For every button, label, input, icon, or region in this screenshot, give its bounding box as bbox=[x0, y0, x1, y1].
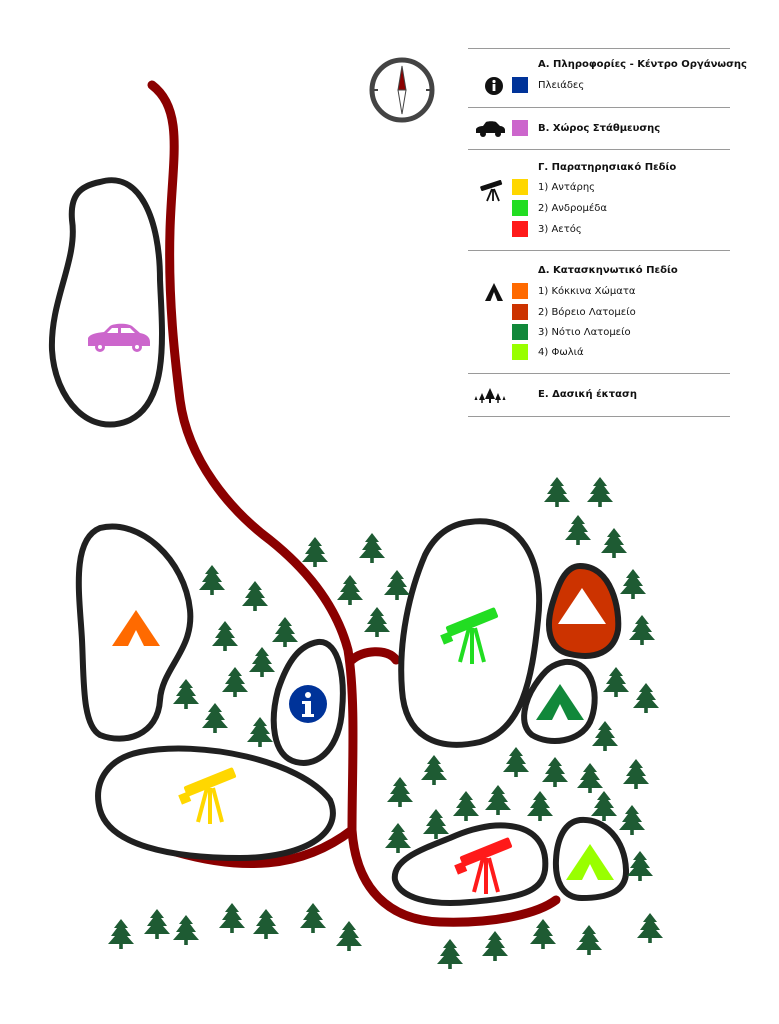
legend-item-label: 2) Βόρειο Λατομείο bbox=[538, 306, 636, 318]
legend-title-camping: Δ. Κατασκηνωτικό Πεδίο bbox=[538, 265, 678, 276]
info-icon bbox=[289, 685, 327, 723]
legend-title-forest: Ε. Δασική έκταση bbox=[538, 389, 637, 400]
legend-section-camping: Δ. Κατασκηνωτικό Πεδίο 1) Κόκκινα Χώματα… bbox=[468, 250, 730, 373]
legend-section-observation: Γ. Παρατηρησιακό Πεδίο 1) Αντάρης 2) Ανδ… bbox=[468, 149, 730, 250]
legend-item-label: 4) Φωλιά bbox=[538, 346, 584, 358]
legend-item-antaris: 1) Αντάρης bbox=[512, 179, 595, 195]
color-swatch bbox=[512, 77, 528, 93]
legend: Α. Πληροφορίες - Κέντρο Οργάνωσης Πλειάδ… bbox=[468, 48, 747, 417]
color-swatch bbox=[512, 304, 528, 320]
info-icon bbox=[485, 77, 503, 95]
legend-item-label: 2) Ανδρομέδα bbox=[538, 202, 607, 214]
color-swatch bbox=[512, 221, 528, 237]
color-swatch bbox=[512, 120, 528, 136]
legend-title-parking: Β. Χώρος Στάθμευσης bbox=[538, 122, 661, 134]
legend-item-pleiades: Πλειάδες bbox=[512, 77, 584, 93]
trees-icon bbox=[474, 388, 506, 403]
legend-section-parking: Β. Χώρος Στάθμευσης bbox=[468, 107, 730, 149]
legend-title-info: Α. Πληροφορίες - Κέντρο Οργάνωσης bbox=[538, 59, 747, 70]
car-icon bbox=[88, 323, 150, 352]
legend-item-andromeda: 2) Ανδρομέδα bbox=[512, 200, 607, 216]
legend-title-observation: Γ. Παρατηρησιακό Πεδίο bbox=[538, 162, 677, 173]
legend-item-label: 3) Αετός bbox=[538, 223, 582, 235]
legend-item-label: Πλειάδες bbox=[538, 79, 585, 91]
tent-icon bbox=[485, 283, 503, 301]
legend-item-label: 1) Αντάρης bbox=[538, 181, 596, 193]
color-swatch bbox=[512, 179, 528, 195]
telescope-icon bbox=[480, 180, 503, 202]
legend-item-label: 1) Κόκκινα Χώματα bbox=[538, 285, 636, 297]
compass-icon bbox=[369, 57, 435, 123]
zone-parking bbox=[48, 177, 165, 428]
legend-item-label: 3) Νότιο Λατομείο bbox=[538, 326, 631, 338]
legend-item-kokkina-xomata: 1) Κόκκινα Χώματα bbox=[512, 283, 635, 299]
color-swatch bbox=[512, 344, 528, 360]
legend-item-folia: 4) Φωλιά bbox=[512, 344, 584, 360]
color-swatch bbox=[512, 324, 528, 340]
legend-section-info: Α. Πληροφορίες - Κέντρο Οργάνωσης Πλειάδ… bbox=[468, 48, 747, 107]
legend-section-forest: Ε. Δασική έκταση bbox=[468, 373, 730, 417]
color-swatch bbox=[512, 200, 528, 216]
color-swatch bbox=[512, 283, 528, 299]
legend-item-voreio-latomeio: 2) Βόρειο Λατομείο bbox=[512, 304, 636, 320]
legend-item-parking: Β. Χώρος Στάθμευσης bbox=[512, 120, 660, 136]
legend-item-notio-latomeio: 3) Νότιο Λατομείο bbox=[512, 324, 631, 340]
legend-item-aetos: 3) Αετός bbox=[512, 221, 582, 237]
car-icon bbox=[476, 121, 505, 137]
